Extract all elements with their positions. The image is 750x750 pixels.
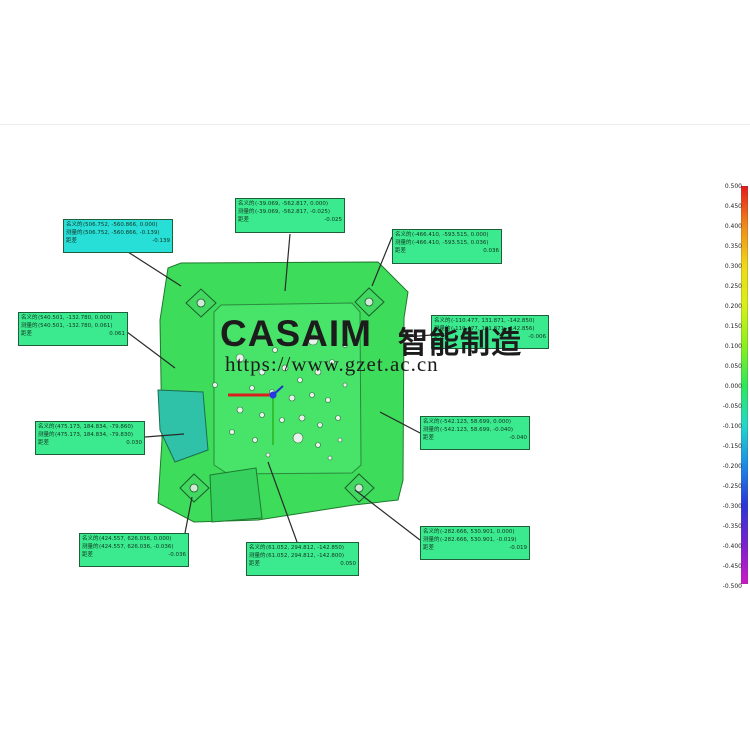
scale-tick-label: 0.450 — [724, 203, 742, 210]
scale-tick-label: 0.150 — [724, 323, 742, 330]
inner-pocket — [213, 302, 362, 475]
scale-tick-label: -0.250 — [722, 483, 742, 490]
scale-tick-label: -0.150 — [722, 443, 742, 450]
hole-pattern — [212, 334, 348, 461]
scale-tick-label: 0.100 — [724, 343, 742, 350]
leader-lines — [126, 233, 433, 543]
scale-tick-label: 0.350 — [724, 243, 742, 250]
watermark-url: https://www.gzet.ac.cn — [225, 352, 439, 376]
scale-tick-label: -0.350 — [722, 523, 742, 530]
scale-tick-label: -0.450 — [722, 563, 742, 570]
scale-tick-label: 0.250 — [724, 283, 742, 290]
color-scale-bar — [741, 186, 748, 584]
watermark-brand: CASAIM — [220, 313, 372, 354]
corner-pad-bottom-left — [179, 473, 210, 503]
scale-tick-label: 0.500 — [724, 183, 742, 190]
callout-5: 名义的(-110.477, 131.871, -142.850) 测量的(-11… — [431, 315, 549, 349]
callout-7: 名义的(-542.123, 58.699, 0.000) 测量的(-542.12… — [420, 416, 530, 450]
corner-pad-bottom-right — [344, 473, 375, 503]
scale-tick-label: 0.300 — [724, 263, 742, 270]
callout-8: 名义的(424.557, 626.036, 0.000) 测量的(424.557… — [79, 533, 189, 567]
callout-4: 名义的(540.501, -132.780, 0.000) 测量的(540.50… — [18, 312, 128, 346]
coordinate-axes — [228, 385, 284, 445]
callout-1: 名义的(506.752, -560.866, 0.000) 测量的(506.75… — [63, 219, 173, 253]
callout-3: 名义的(-466.410, -593.515, 0.000) 测量的(-466.… — [392, 229, 502, 264]
scale-tick-label: 0.200 — [724, 303, 742, 310]
scale-tick-label: -0.400 — [722, 543, 742, 550]
corner-pad-top-left — [185, 288, 217, 318]
callout-9: 名义的(61.052, 294.812, -142.850) 测量的(61.05… — [246, 542, 359, 576]
scale-tick-label: -0.100 — [722, 423, 742, 430]
scale-tick-label: -0.500 — [722, 583, 742, 590]
scale-tick-label: -0.050 — [722, 403, 742, 410]
lower-left-slot — [157, 389, 209, 463]
callout-6: 名义的(475.173, 184.834, -79.860) 测量的(475.1… — [35, 421, 145, 455]
callout-2: 名义的(-39.069, -562.817, 0.000) 测量的(-39.06… — [235, 198, 345, 233]
watermark-chinese: 智能制造 — [398, 326, 522, 361]
corner-pad-top-right — [354, 287, 385, 317]
scale-tick-label: 0.400 — [724, 223, 742, 230]
top-divider — [0, 124, 750, 125]
bottom-tab — [209, 467, 263, 523]
scale-tick-label: -0.200 — [722, 463, 742, 470]
callout-10: 名义的(-282.666, 530.901, 0.000) 测量的(-282.6… — [420, 526, 530, 560]
scale-tick-label: -0.300 — [722, 503, 742, 510]
scale-tick-label: 0.050 — [724, 363, 742, 370]
scale-tick-label: 0.000 — [724, 383, 742, 390]
